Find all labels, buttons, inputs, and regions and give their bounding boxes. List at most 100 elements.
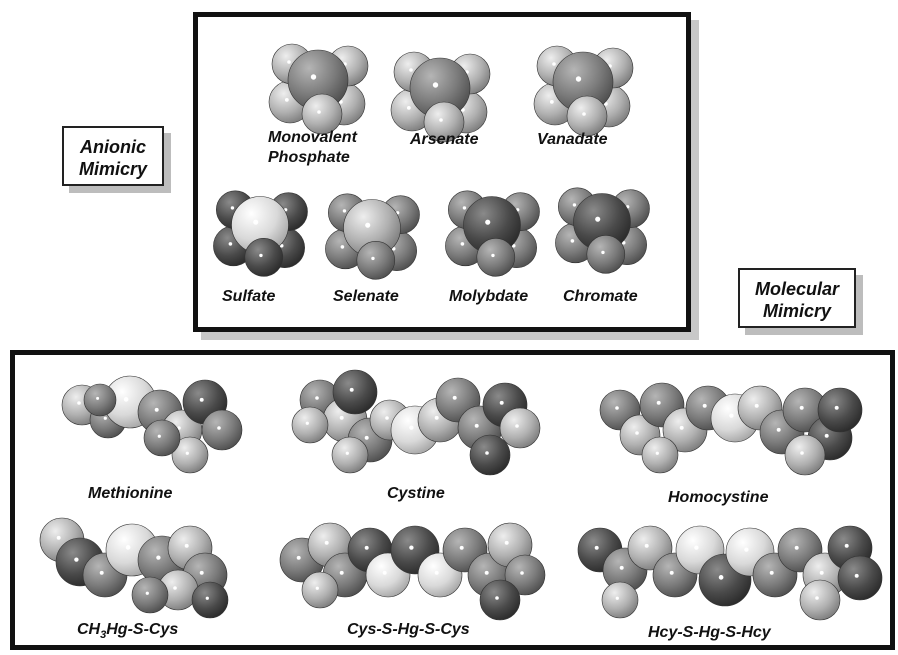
anionic-mimicry-tag: Anionic Mimicry xyxy=(62,126,164,186)
vanadate-model-atom xyxy=(566,95,608,137)
homocystine-model-atom-highlight xyxy=(754,403,759,408)
cys-s-hg-s-cys-model-atom-highlight xyxy=(434,570,439,575)
methionine-model-atom-highlight xyxy=(96,396,100,400)
hcy-s-hg-s-hcy-model-atom-highlight xyxy=(615,596,619,600)
ch3hg-s-cys-model-atom-highlight xyxy=(56,535,61,540)
cystine-model-atom-highlight xyxy=(364,435,369,440)
cystine-model-atom-highlight xyxy=(345,451,349,455)
monovalent-phosphate-model-atom-highlight xyxy=(284,98,289,102)
hcy-s-hg-s-hcy-model-atom-highlight xyxy=(844,543,849,548)
hcy-s-hg-s-hcy-model-atom-highlight xyxy=(744,547,749,552)
selenate-model-atom-highlight xyxy=(371,256,375,261)
methionine-model-atom xyxy=(143,419,181,457)
arsenate-model-center-atom-highlight xyxy=(432,82,439,88)
homocystine-model-atom-highlight xyxy=(702,403,707,408)
ch3hg-s-cys-model-atom-highlight xyxy=(74,557,79,562)
cys-s-hg-s-cys-model-atom-highlight xyxy=(315,586,319,590)
cystine-model-atom xyxy=(469,434,511,476)
cystine-model-atom-highlight xyxy=(452,395,457,400)
methionine-model-atom-highlight xyxy=(217,426,221,430)
cys-s-hg-s-cys-model-atom-highlight xyxy=(520,571,524,575)
cys-s-hg-s-cys-model-atom-highlight xyxy=(382,570,387,575)
label-hcy-s-hg-s-hcy: Hcy-S-Hg-S-Hcy xyxy=(648,624,771,641)
ch3hg-s-cys-model-atom-highlight xyxy=(156,555,161,560)
hcy-s-hg-s-hcy-model-atom-highlight xyxy=(794,545,799,550)
homocystine-model-atom-highlight xyxy=(615,406,619,410)
label-sulfate: Sulfate xyxy=(222,288,276,305)
anionic-tag-line1: Anionic xyxy=(80,137,146,157)
homocystine-model-atom-highlight xyxy=(679,425,684,430)
methionine-model-atom xyxy=(201,409,243,451)
ch3hg-s-cys-model-atom-highlight xyxy=(199,570,204,575)
vanadate-model-atom-highlight xyxy=(582,112,586,116)
cystine-model-atom-highlight xyxy=(305,421,309,425)
ch3hg-s-cys-model-atom xyxy=(191,581,229,619)
label-methionine: Methionine xyxy=(88,485,173,502)
chromate-model-center-atom-highlight xyxy=(595,216,601,222)
cys-s-hg-s-cys-model-atom-highlight xyxy=(409,545,414,550)
cys-s-hg-s-cys-model-atom-highlight xyxy=(504,540,509,545)
label-arsenate: Arsenate xyxy=(410,131,479,148)
vanadate-model-center-atom-highlight xyxy=(575,76,582,82)
label-vanadate: Vanadate xyxy=(537,131,608,148)
homocystine-model-atom-highlight xyxy=(729,413,734,418)
monovalent-phosphate-model-center-atom-highlight xyxy=(310,74,317,80)
label-monovalent-phosphate: Monovalent Phosphate xyxy=(268,129,357,166)
label-chromate: Chromate xyxy=(563,288,638,305)
hcy-s-hg-s-hcy-model-atom-highlight xyxy=(594,545,599,550)
ch3hg-s-cys-model-atom-highlight xyxy=(125,545,131,550)
homocystine-model-atom-highlight xyxy=(834,405,839,410)
molybdate-model-center-atom-highlight xyxy=(485,219,491,225)
label-molybdate: Molybdate xyxy=(449,288,529,305)
label-homocystine: Homocystine xyxy=(668,489,769,506)
ch3hg-s-cys-model-atom-highlight xyxy=(145,591,149,595)
sulfate-model-atom-highlight xyxy=(259,253,263,258)
ch3hg-s-cys-model-atom-highlight xyxy=(205,596,209,600)
molecular-tag-line1: Molecular xyxy=(754,279,840,299)
cystine-model-atom-highlight xyxy=(349,387,354,392)
hcy-s-hg-s-hcy-model-atom-highlight xyxy=(819,570,824,575)
monovalent-phosphate-model-atom-highlight xyxy=(338,100,343,104)
homocystine-model-atom xyxy=(641,436,679,474)
cys-s-hg-s-cys-model-atom-highlight xyxy=(459,545,464,550)
ch3hg-s-cys-model-atom-highlight xyxy=(99,570,104,575)
cys-s-hg-s-cys-model-atom xyxy=(479,579,521,621)
vanadate-model-atom-highlight xyxy=(603,102,608,106)
cystine-model-atom-highlight xyxy=(474,423,479,428)
homocystine-model-atom-highlight xyxy=(656,400,661,405)
chromate-model-atom xyxy=(586,235,626,274)
sulfate-model-atom-highlight xyxy=(230,206,235,210)
hcy-s-hg-s-hcy-model-atom-highlight xyxy=(769,570,774,575)
cystine-model-atom xyxy=(331,436,369,474)
homocystine-model-atom-highlight xyxy=(824,433,829,438)
cys-s-hg-s-cys-model-atom-highlight xyxy=(296,555,301,560)
vanadate-model-atom-highlight xyxy=(552,62,556,66)
cystine-model-atom-highlight xyxy=(339,415,344,420)
cys-s-hg-s-cys-model-atom xyxy=(301,571,339,609)
methionine-model-atom xyxy=(171,436,209,474)
cystine-model-atom-highlight xyxy=(515,424,519,428)
homocystine-model-atom-highlight xyxy=(776,427,781,432)
cystine-model-atom-highlight xyxy=(499,400,504,405)
ch3hg-s-cys-model-atom xyxy=(131,576,169,614)
homocystine-model-atom xyxy=(817,387,863,433)
chromate-model-atom-highlight xyxy=(572,203,577,207)
methionine-model-atom-highlight xyxy=(103,416,107,420)
hcy-s-hg-s-hcy-model-atom-highlight xyxy=(644,543,649,548)
molybdate-model-atom xyxy=(476,237,516,277)
methionine-model-atom-highlight xyxy=(157,434,161,438)
sulfate-model-atom-highlight xyxy=(228,242,233,246)
molybdate-model-atom-highlight xyxy=(462,206,467,210)
hcy-s-hg-s-hcy-model-atom xyxy=(837,555,883,601)
cys-s-hg-s-cys-model-atom-highlight xyxy=(364,545,369,550)
cystine-model-atom-highlight xyxy=(385,416,389,420)
methionine-model-atom-highlight xyxy=(199,397,204,402)
chromate-model-atom-highlight xyxy=(601,250,605,255)
cystine-model-atom-highlight xyxy=(434,415,439,420)
cys-s-hg-s-cys-model-atom-highlight xyxy=(339,570,344,575)
molecular-tag-line2: Mimicry xyxy=(762,301,832,321)
methionine-model-atom-highlight xyxy=(185,451,189,455)
arsenate-model-atom xyxy=(423,101,465,143)
homocystine-model-atom-highlight xyxy=(800,451,804,455)
monovalent-phosphate-model-atom-highlight xyxy=(287,60,291,64)
